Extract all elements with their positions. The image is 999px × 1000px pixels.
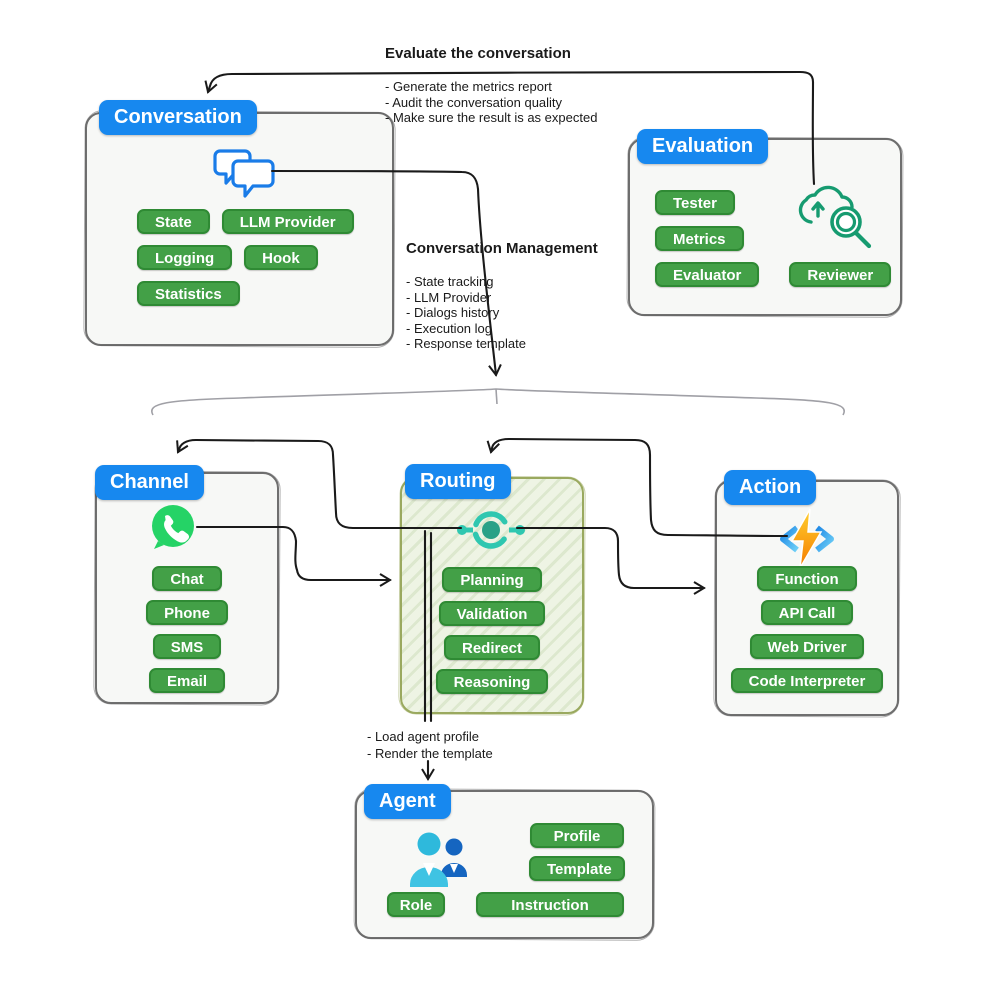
- pill-row: Evaluator Reviewer: [655, 262, 892, 287]
- pill-sms: SMS: [152, 634, 222, 659]
- annotation-line: - Response template: [406, 336, 526, 351]
- pill-web-driver: Web Driver: [749, 634, 865, 659]
- pill-row: Logging Hook: [137, 245, 354, 270]
- pill-instruction: Instruction: [476, 892, 624, 917]
- pill-chat: Chat: [152, 566, 222, 591]
- pill-row: Validation: [438, 601, 546, 626]
- pill-redirect: Redirect: [443, 635, 541, 660]
- pill-logging: Logging: [137, 245, 233, 270]
- pill-code-interpreter: Code Interpreter: [730, 668, 884, 693]
- pill-function: Function: [757, 566, 857, 591]
- pill-row: Planning: [442, 567, 542, 592]
- pill-statistics: Statistics: [137, 281, 240, 306]
- annotation-agent-load-items: - Load agent profile - Render the templat…: [367, 728, 493, 762]
- pill-template: Template: [529, 856, 625, 881]
- pill-api-call: API Call: [760, 600, 854, 625]
- fanout-brace-stem: [495, 388, 498, 405]
- agent-panel: Agent Profile Template Role Instruction: [355, 784, 654, 939]
- pill-metrics: Metrics: [655, 226, 744, 251]
- pill-row: Redirect: [443, 635, 541, 660]
- annotation-management-title: Conversation Management: [406, 240, 598, 257]
- chat-bubbles-icon: [213, 149, 275, 198]
- pill-profile: Profile: [530, 823, 624, 848]
- function-bolt-icon: [780, 508, 834, 569]
- pill-email: Email: [148, 668, 226, 693]
- pill-row: Code Interpreter: [730, 668, 884, 693]
- pill-tester: Tester: [655, 190, 735, 215]
- annotation-agent-load: - Load agent profile - Render the templat…: [367, 728, 493, 762]
- pill-row: Reasoning: [435, 669, 549, 694]
- pill-planning: Planning: [442, 567, 542, 592]
- pill-reviewer: Reviewer: [789, 262, 892, 287]
- routing-header: Routing: [405, 464, 511, 499]
- annotation-line: - LLM Provider: [406, 289, 492, 305]
- channel-header: Channel: [95, 465, 204, 500]
- annotation-evaluate: Evaluate the conversation - Generate the…: [385, 45, 597, 126]
- pill-evaluator: Evaluator: [655, 262, 760, 287]
- pill-row: Email: [148, 668, 226, 693]
- annotation-line: - Make sure the result is as expected: [385, 110, 598, 125]
- annotation-line: - Render the template: [367, 746, 493, 761]
- annotation-line: - Dialogs history: [406, 305, 500, 320]
- annotation-evaluate-items: - Generate the metrics report- Audit the…: [385, 79, 597, 126]
- annotation-management-items: - State tracking- LLM Provider- Dialogs …: [406, 274, 598, 352]
- annotation-line: - Generate the metrics report: [385, 79, 552, 94]
- annotation-line: - Audit the conversation quality: [385, 94, 563, 110]
- conversation-header: Conversation: [99, 100, 257, 135]
- pill-state: State: [137, 209, 210, 234]
- annotation-line: - Execution log: [406, 320, 492, 336]
- pill-validation: Validation: [438, 601, 546, 626]
- pill-row: Web Driver: [749, 634, 865, 659]
- whatsapp-icon: [152, 505, 194, 549]
- pill-row: SMS: [152, 634, 222, 659]
- pill-phone: Phone: [146, 600, 228, 625]
- pill-row: Phone: [146, 600, 228, 625]
- action-header: Action: [724, 470, 817, 505]
- annotation-line: - Load agent profile: [367, 729, 480, 744]
- cloud-search-icon: [798, 185, 872, 249]
- pill-row: State LLM Provider: [137, 209, 354, 234]
- pill-reasoning: Reasoning: [435, 669, 549, 694]
- annotation-evaluate-title: Evaluate the conversation: [385, 45, 571, 62]
- pill-row: API Call: [760, 600, 854, 625]
- agent-header: Agent: [364, 784, 451, 819]
- pill-row: Function: [757, 566, 857, 591]
- pill-hook: Hook: [244, 245, 318, 270]
- pill-llm-provider: LLM Provider: [221, 209, 354, 234]
- pill-row: Metrics: [655, 226, 891, 251]
- fanout-brace: [151, 388, 845, 416]
- annotation-management: Conversation Management - State tracking…: [406, 240, 598, 352]
- people-icon: [410, 832, 467, 887]
- pill-row: Chat: [152, 566, 222, 591]
- load-balancer-icon: [457, 511, 525, 549]
- pill-row: Tester: [655, 190, 891, 215]
- pill-row: Statistics: [137, 281, 354, 306]
- annotation-line: - State tracking: [406, 274, 494, 289]
- evaluation-header: Evaluation: [637, 129, 769, 164]
- pill-role: Role: [387, 892, 445, 917]
